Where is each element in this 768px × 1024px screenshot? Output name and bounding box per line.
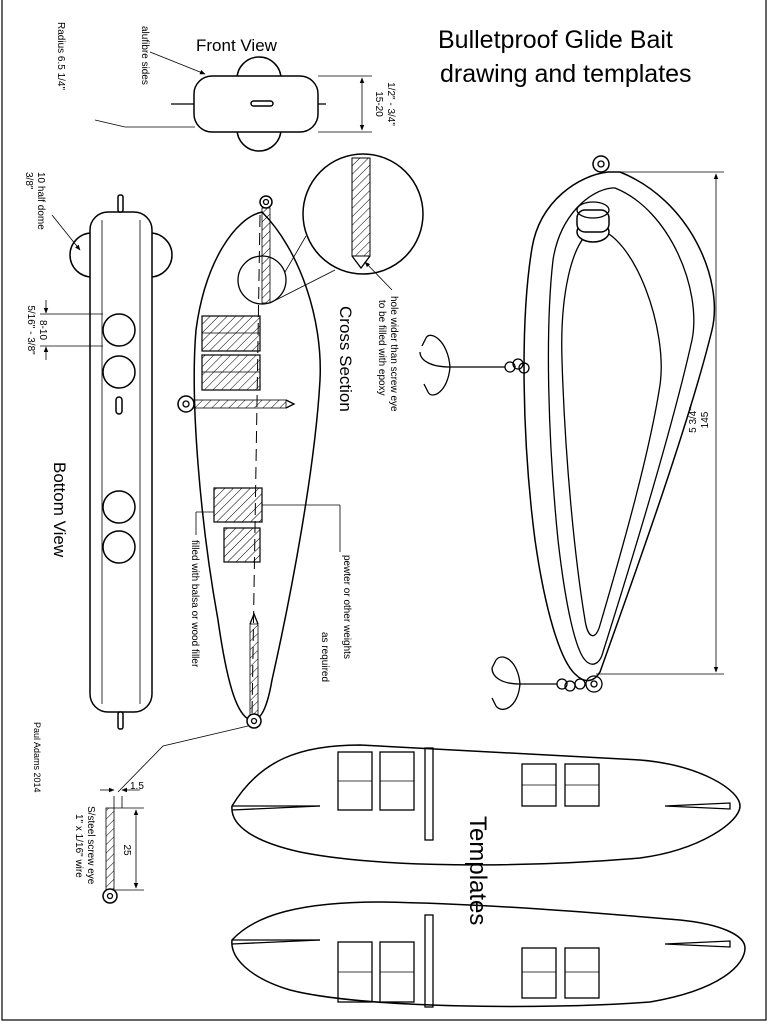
cross-section-weight-block-4 <box>223 527 261 563</box>
cross-section-weight-block-1 <box>201 315 261 352</box>
front-view-sides-label: alufibre sides <box>139 26 150 85</box>
front-view-heading: Front View <box>196 36 278 55</box>
bottom-view-eye-top <box>117 194 124 213</box>
cross-section-tail-screw <box>249 623 259 717</box>
bottom-view-weight-1 <box>102 313 136 347</box>
title-line-1: Bulletproof Glide Bait <box>438 26 673 54</box>
template-lower-pocket-3 <box>521 947 557 999</box>
bottom-view-slot <box>115 396 123 415</box>
cross-section-weights-note-1: pewter or other weights <box>341 555 352 659</box>
template-upper-tail-slot <box>664 802 731 810</box>
screw-eye-detail: 1.5 25 S/steel screw eye 1" x 1/16" wire <box>73 725 249 904</box>
bottom-view-weight-mm: 8-10 <box>37 320 48 340</box>
bottom-view-dome-left <box>69 232 93 278</box>
author-credit: Paul Adams 2014 <box>32 722 42 793</box>
cross-section-filler-note: filled with balsa or wood filler <box>189 540 200 668</box>
cross-section-hole-note-1: hole wider than screw eye <box>388 296 399 412</box>
screw-eye-dim-len: 25 <box>121 844 132 856</box>
template-lower-eye-slot <box>424 914 434 1008</box>
side-view-belly-hook <box>419 334 530 396</box>
screw-eye-dim-top: 1.5 <box>130 781 144 792</box>
side-view: 5 3/4" 145 <box>419 155 724 710</box>
cross-section-weights-note-2: as required <box>319 632 330 682</box>
screw-eye-label-1: S/steel screw eye <box>85 806 96 885</box>
bottom-view-dome-in: 3/8" <box>23 172 34 190</box>
template-lower-tail-slot <box>664 940 731 948</box>
cross-section-weight-block-3 <box>213 487 263 523</box>
bottom-view-weight-in: 5/16" - 3/8" <box>25 305 36 355</box>
bottom-view-body <box>89 211 153 713</box>
cross-section: hole wider than screw eye to be filled w… <box>177 153 424 729</box>
front-view-fin-bottom <box>236 128 282 152</box>
bottom-view-dome-label: 10 half dome <box>35 172 46 230</box>
cross-section-tail-eye <box>246 713 262 729</box>
bottom-view-heading: Bottom View <box>50 462 69 558</box>
side-view-eye-dome <box>576 209 610 233</box>
bottom-view-weight-2 <box>102 355 136 389</box>
cross-section-mid-screw <box>193 399 287 409</box>
screw-eye-loop <box>102 888 118 904</box>
template-upper-eye-slot <box>424 747 434 841</box>
bottom-view-dome-right <box>149 232 173 278</box>
cross-section-top-eye <box>259 195 273 209</box>
side-view-length-in: 5 3/4" <box>688 407 699 433</box>
side-view-body <box>523 171 716 682</box>
cross-section-head-weight <box>237 255 287 305</box>
cross-section-hole-note-2: to be filled with epoxy <box>376 300 387 396</box>
front-view-slot <box>250 100 274 107</box>
bottom-view-weight-4 <box>102 530 136 564</box>
cross-section-mid-eye <box>177 395 195 413</box>
front-view-radius-label: Radius 6.5 1/4" <box>55 22 66 90</box>
bottom-view: Bottom View 10 half dome 3/8" 8-10 5/16"… <box>23 172 173 730</box>
front-view-height-in: 1/2" - 3/4" <box>385 82 396 126</box>
side-view-tail-hook <box>491 656 603 710</box>
side-view-length-mm: 145 <box>700 411 711 428</box>
front-view-height-mm: 15-20 <box>373 91 384 117</box>
cross-section-weight-block-2 <box>201 354 261 391</box>
screw-eye-label-2: 1" x 1/16" wire <box>73 814 84 878</box>
cross-section-heading: Cross Section <box>336 306 355 412</box>
bottom-view-weight-3 <box>102 490 136 524</box>
front-view-fin-top <box>236 56 282 80</box>
templates: Templates <box>231 744 746 1008</box>
side-view-inner-outline <box>547 187 695 665</box>
front-view: Front View 15-20 1/2" - 3/4" alufibre si… <box>55 22 396 152</box>
screw-eye-shank <box>105 807 115 891</box>
side-view-panel <box>561 227 662 637</box>
template-lower-outline <box>231 901 746 1008</box>
templates-heading: Templates <box>464 816 491 925</box>
template-upper-outline <box>231 744 741 866</box>
side-view-top-eye <box>592 155 610 173</box>
bottom-view-eye-bottom <box>117 711 124 730</box>
template-lower-pocket-4 <box>564 947 600 999</box>
title-line-2: drawing and templates <box>440 60 692 88</box>
